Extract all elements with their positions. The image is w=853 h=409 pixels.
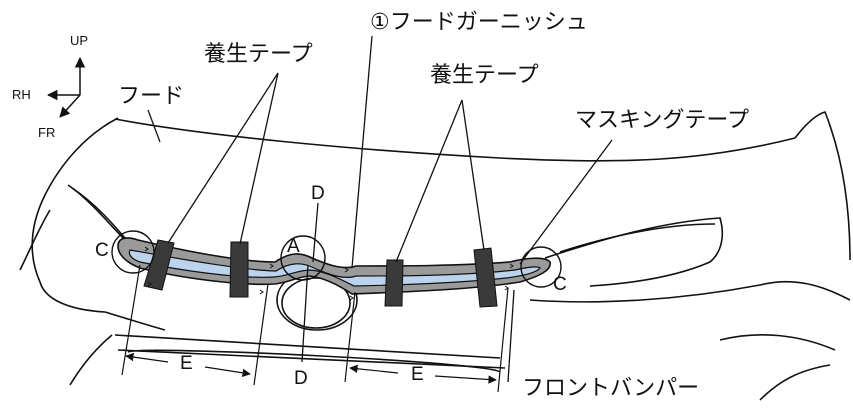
leader-lines: [147, 35, 613, 383]
marker-c-left: C: [95, 240, 109, 261]
e-left-ext-2: [253, 283, 269, 386]
detail-circle-a: [280, 235, 326, 281]
protective-tape-left-label: 養生テープ: [204, 42, 313, 67]
hood-garnish: [117, 237, 551, 295]
left-lower-corner: [104, 311, 166, 331]
protective-tape-left-2: [229, 241, 249, 298]
edge-mark: [147, 281, 152, 287]
bumper-leader: [507, 289, 515, 383]
e-left-ext-1: [121, 264, 141, 376]
e-right-arrow-2: [434, 375, 497, 384]
emblem-inner: [281, 277, 351, 329]
left-bumper-line: [19, 209, 51, 271]
masking-tape-label: マスキングテープ: [575, 108, 749, 133]
right-wheel-arch: [719, 334, 836, 351]
marker-d-bottom: D: [294, 368, 308, 389]
hood-leader: [147, 109, 161, 143]
right-headlamp-inner: [559, 223, 716, 253]
protective-tape-right-label: 養生テープ: [430, 63, 539, 88]
garnish-label: ①フードガーニッシュ: [370, 10, 588, 35]
detail-circles: [111, 230, 562, 288]
e-right-ext-1: [344, 291, 356, 383]
protective-tape-right-1: [384, 259, 404, 307]
marker-d-top: D: [311, 183, 325, 204]
hood-label: フード: [118, 84, 184, 109]
marker-a: A: [287, 236, 300, 257]
fr-label: FR: [38, 125, 55, 140]
detail-circle-c-left: [111, 230, 155, 274]
edge-mark: [349, 295, 354, 301]
left-fender-outline: [31, 117, 119, 283]
edge-mark: [269, 263, 274, 269]
hood-edge: [114, 118, 796, 162]
e-right-ext-2: [497, 287, 509, 393]
left-diag-line: [69, 334, 113, 386]
right-fender-outline: [794, 111, 851, 261]
e-left-arrow-1: [125, 352, 169, 363]
up-label: UP: [70, 33, 88, 48]
grille-upper-line: [114, 334, 501, 359]
edge-marks: [144, 246, 514, 301]
e-right-arrow-1: [349, 364, 399, 374]
dimension-lines: [121, 264, 509, 393]
rh-label: RH: [12, 87, 31, 102]
marker-c-right: C: [553, 274, 567, 295]
orientation-compass: UP RH FR: [12, 33, 88, 140]
right-lower-curve: [759, 364, 831, 401]
tape-leader-3: [395, 99, 463, 263]
garnish-body: [128, 249, 541, 287]
masking-leader: [519, 139, 613, 265]
tape-leader-2: [239, 72, 279, 245]
left-headlamp-outline: [67, 184, 126, 241]
right-headlamp-outline: [544, 217, 724, 287]
right-lower-body: [529, 280, 851, 303]
vehicle-body: [19, 111, 851, 401]
grille-lower-line: [117, 349, 506, 369]
grille-opening: [127, 349, 501, 373]
tape-leader-4: [461, 99, 485, 251]
e-left-arrow-2: [204, 366, 251, 377]
tape-leader-1: [167, 72, 279, 244]
front-bumper-label: フロントバンパー: [522, 376, 699, 401]
edge-mark: [509, 263, 514, 269]
protective-tape-right-2: [473, 247, 498, 308]
marker-e-left: E: [180, 353, 193, 374]
left-lower-body: [39, 281, 106, 313]
garnish-leader: [351, 35, 373, 269]
tapes: [143, 239, 498, 308]
edge-mark: [259, 289, 264, 295]
edge-mark: [344, 267, 349, 273]
d-bottom-leader: [301, 264, 309, 363]
marker-e-right: E: [411, 364, 424, 385]
detail-circle-c-right: [520, 246, 562, 288]
edge-mark: [144, 246, 149, 252]
d-top-leader: [312, 202, 319, 263]
